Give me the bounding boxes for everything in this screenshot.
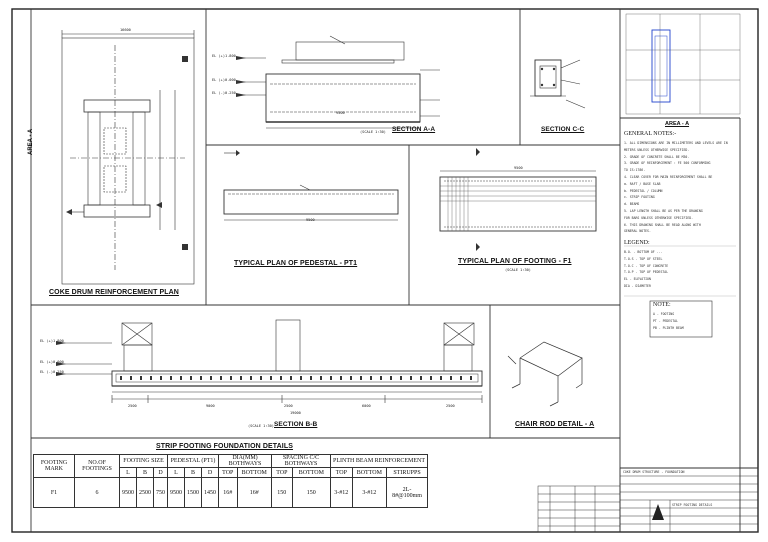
footing-plan-title: TYPICAL PLAN OF FOOTING - F1 <box>458 258 572 265</box>
general-note-line: 6. THIS DRAWING SHALL BE READ ALONG WITH <box>624 222 701 227</box>
bb-dim-5: 2500 <box>446 404 455 408</box>
general-note-line: 3. GRADE OF REINFORCEMENT : FE 500 CONFO… <box>624 161 711 166</box>
cell-pb: 1500 <box>184 477 202 508</box>
schedule-title: STRIP FOOTING FOUNDATION DETAILS <box>156 443 293 450</box>
th-fl: L <box>119 467 137 478</box>
cell-pl: 9500 <box>167 477 185 508</box>
th-pd: D <box>201 467 219 478</box>
th-fd: D <box>153 467 168 478</box>
section-aa-title: SECTION A-A <box>392 126 436 133</box>
cell-nos: 6 <box>74 477 120 508</box>
level-bb-fgl: EL (+)0.000 <box>40 360 64 364</box>
legend-item: DIA - DIAMETER <box>624 283 651 288</box>
area-a-title: AREA - A <box>665 121 690 127</box>
bb-dim-2: 9000 <box>206 404 215 408</box>
note-heading: NOTE: <box>653 302 671 308</box>
cell-pd: 1450 <box>201 477 219 508</box>
cell-mark: F1 <box>33 477 75 508</box>
strip-footing-schedule-table: FOOTING MARK NO.OF FOOTINGS FOOTING SIZE… <box>33 454 429 508</box>
th-no-of-footings: NO.OF FOOTINGS <box>74 454 120 478</box>
title-block-drawing: STRIP FOOTING DETAILS <box>672 503 713 507</box>
section-bb-title: SECTION B-B <box>274 421 318 428</box>
th-pb-stirrups: STIRUPPS <box>386 467 429 478</box>
level-aa-top: EL (+)1.800 <box>212 54 236 58</box>
section-bb-scale: (SCALE 1:30) <box>248 424 274 428</box>
legend-item: EL - ELEVATION <box>624 277 651 282</box>
bb-dim-4: 6000 <box>362 404 371 408</box>
general-note-line: c. STRIP FOOTING <box>624 195 655 200</box>
level-bb-top: EL (+)1.800 <box>40 339 64 343</box>
th-pedestal: PEDESTAL (PT1) <box>167 454 219 468</box>
note-item: PT - PEDESTAL <box>653 318 678 323</box>
footing-plan-scale: (SCALE 1:30) <box>505 268 531 272</box>
aa-width-dim: 9500 <box>336 111 345 115</box>
general-note-line: 4. CLEAR COVER FOR MAIN REINFORCEMENT SH… <box>624 174 713 179</box>
th-pb: B <box>184 467 202 478</box>
th-footing-size: FOOTING SIZE <box>119 454 168 468</box>
general-note-line: 1. ALL DIMENSIONS ARE IN MILLIMETERS AND… <box>624 141 728 145</box>
general-note-line: b. PEDESTAL / COLUMN <box>624 188 663 193</box>
note-item: PB - PLINTH BEAM <box>653 325 684 330</box>
general-note-line: 5. LAP LENGTH SHALL BE AS PER THE DRAWIN… <box>624 208 703 213</box>
pedestal-plan-title: TYPICAL PLAN OF PEDESTAL - PT1 <box>234 260 358 267</box>
cell-dia-bottom: 16# <box>236 477 273 508</box>
cell-fb: 2500 <box>136 477 154 508</box>
legend-item: T.O.S - TOP OF STEEL <box>624 256 663 261</box>
pedestal-width-dim: 9500 <box>306 218 315 222</box>
level-aa-fgl: EL (+)0.000 <box>212 78 236 82</box>
th-spacing: SPACING C/C BOTHWAYS <box>271 454 331 468</box>
note-list: A - FOOTING PT - PEDESTAL PB - PLINTH BEAM <box>653 311 709 331</box>
th-pl: L <box>167 467 185 478</box>
cell-sp-top: 150 <box>271 477 293 508</box>
cell-fd: 750 <box>153 477 168 508</box>
th-fb: B <box>136 467 154 478</box>
legend-heading: LEGEND: <box>624 240 650 246</box>
legend-item: T.O.C - TOP OF CONCRETE <box>624 263 669 268</box>
th-sp-top: TOP <box>271 467 293 478</box>
section-aa-scale: (SCALE 1:30) <box>360 130 386 134</box>
th-plinth-beam: PLINTH BEAM REINFORCEMENT <box>329 454 429 468</box>
bb-overall-dim: 19000 <box>290 411 301 415</box>
legend-list: B.O. - BOTTOM OF ... T.O.S - TOP OF STEEL… <box>624 249 738 290</box>
th-footing-mark: FOOTING MARK <box>33 454 75 478</box>
section-cc-title: SECTION C-C <box>541 126 585 133</box>
cell-pb-bottom: 3-#12 <box>351 477 388 508</box>
general-notes-list: 1. ALL DIMENSIONS ARE IN MILLIMETERS AND… <box>624 140 738 235</box>
level-aa-bottom: EL (-)0.250 <box>212 91 236 95</box>
th-dia-bottom: BOTTOM <box>236 467 273 478</box>
bb-dim-3: 2500 <box>284 404 293 408</box>
general-note-line: d. BEAMS <box>624 202 640 207</box>
footing-width-dim: 9500 <box>514 166 523 170</box>
general-notes-heading: GENERAL NOTES:- <box>624 131 677 137</box>
th-sp-bottom: BOTTOM <box>291 467 332 478</box>
cell-pb-stirrups: 2L-8#@100mm <box>386 477 429 508</box>
cell-sp-bottom: 150 <box>291 477 332 508</box>
general-note-line: METERS UNLESS OTHERWISE SPECIFIED. <box>624 147 690 152</box>
th-dia-top: TOP <box>218 467 238 478</box>
legend-item: T.O.P - TOP OF PEDESTAL <box>624 270 669 275</box>
area-a-vertical-label: AREA - A <box>28 128 34 155</box>
cell-fl: 9500 <box>119 477 137 508</box>
general-note-line: FOR BARS UNLESS OTHERWISE SPECIFIED. <box>624 215 694 220</box>
title-block-project: COKE DRUM STRUCTURE - FOUNDATION <box>623 470 685 474</box>
th-dia: DIA(MM) BOTHWAYS <box>218 454 272 468</box>
bb-dim-1: 2500 <box>128 404 137 408</box>
th-pb-bottom: BOTTOM <box>351 467 388 478</box>
cell-dia-top: 16# <box>218 477 238 508</box>
plan-width-dim: 16600 <box>120 28 131 32</box>
general-note-line: 2. GRADE OF CONCRETE SHALL BE M30. <box>624 154 690 159</box>
cell-pb-top: 3-#12 <box>330 477 353 508</box>
legend-item: B.O. - BOTTOM OF ... <box>624 250 663 254</box>
th-pb-top: TOP <box>330 467 353 478</box>
coke-drum-plan-title: COKE DRUM REINFORCEMENT PLAN <box>49 289 179 296</box>
level-bb-bottom: EL (-)0.250 <box>40 370 64 374</box>
general-note-line: a. RAFT / BASE SLAB <box>624 181 661 186</box>
note-item: A - FOOTING <box>653 312 675 316</box>
general-note-line: GENERAL NOTES. <box>624 229 651 234</box>
general-note-line: TO IS:1786. <box>624 168 646 173</box>
chair-rod-title: CHAIR ROD DETAIL - A <box>515 421 595 428</box>
